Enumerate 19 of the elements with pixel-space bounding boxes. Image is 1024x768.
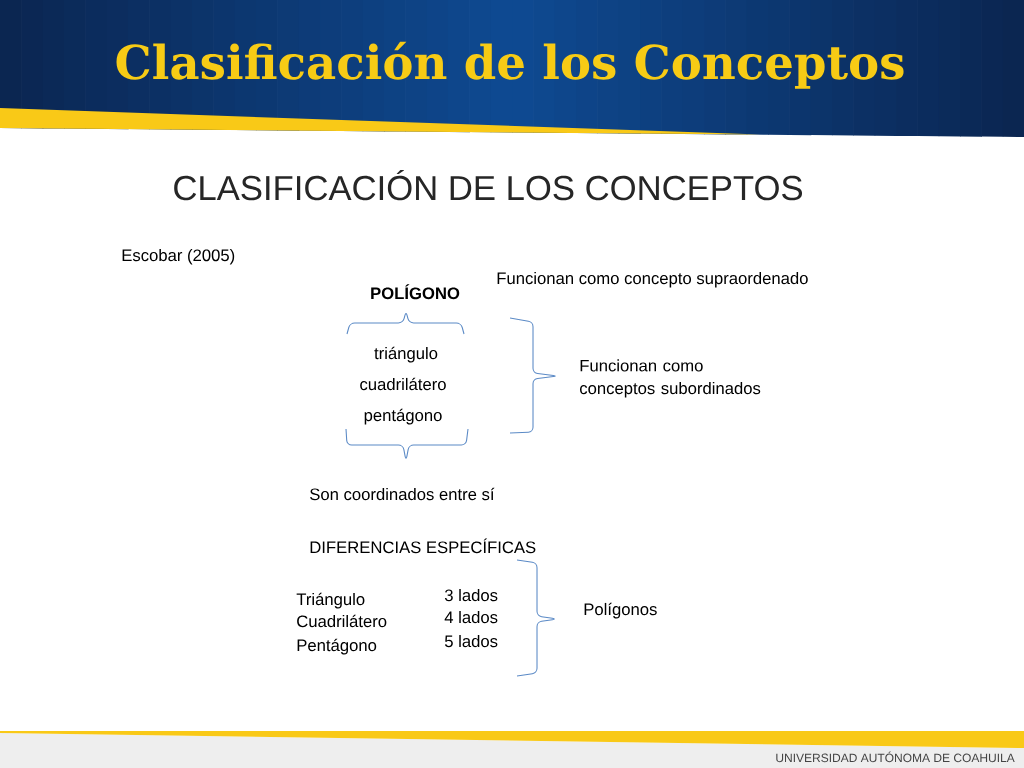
slide-title: Clasificación de los Conceptos bbox=[116, 41, 904, 89]
citation: Escobar (2005) bbox=[122, 248, 235, 265]
concept-label: cuadrilátero bbox=[360, 377, 446, 391]
footer-text: UNIVERSIDAD AUTÓNOMA DE COAHUILA bbox=[776, 751, 1015, 763]
concept-heading: POLÍGONO bbox=[371, 284, 460, 300]
annotation-text: Polígonos bbox=[584, 602, 657, 619]
annotation-text: Funcionan como conceptos subordinados bbox=[580, 359, 761, 398]
concept-label: Triángulo bbox=[296, 592, 365, 609]
property-label: 5 lados bbox=[444, 634, 498, 648]
subtitle-heading: CLASIFICACIÓN DE LOS CONCEPTOS bbox=[174, 169, 803, 201]
annotation-text: Funcionan como concepto supraordenado bbox=[497, 271, 808, 288]
property-label: 3 lados bbox=[444, 588, 498, 602]
concept-label: Cuadrilátero bbox=[297, 614, 387, 628]
property-label: 4 lados bbox=[444, 610, 498, 624]
concept-label: pentágono bbox=[364, 408, 442, 425]
concept-label: triángulo bbox=[374, 346, 438, 363]
section-heading: DIFERENCIAS ESPECÍFICAS bbox=[310, 538, 536, 554]
annotation-text: Son coordinados entre sí bbox=[310, 487, 495, 501]
concept-label: Pentágono bbox=[297, 638, 377, 655]
